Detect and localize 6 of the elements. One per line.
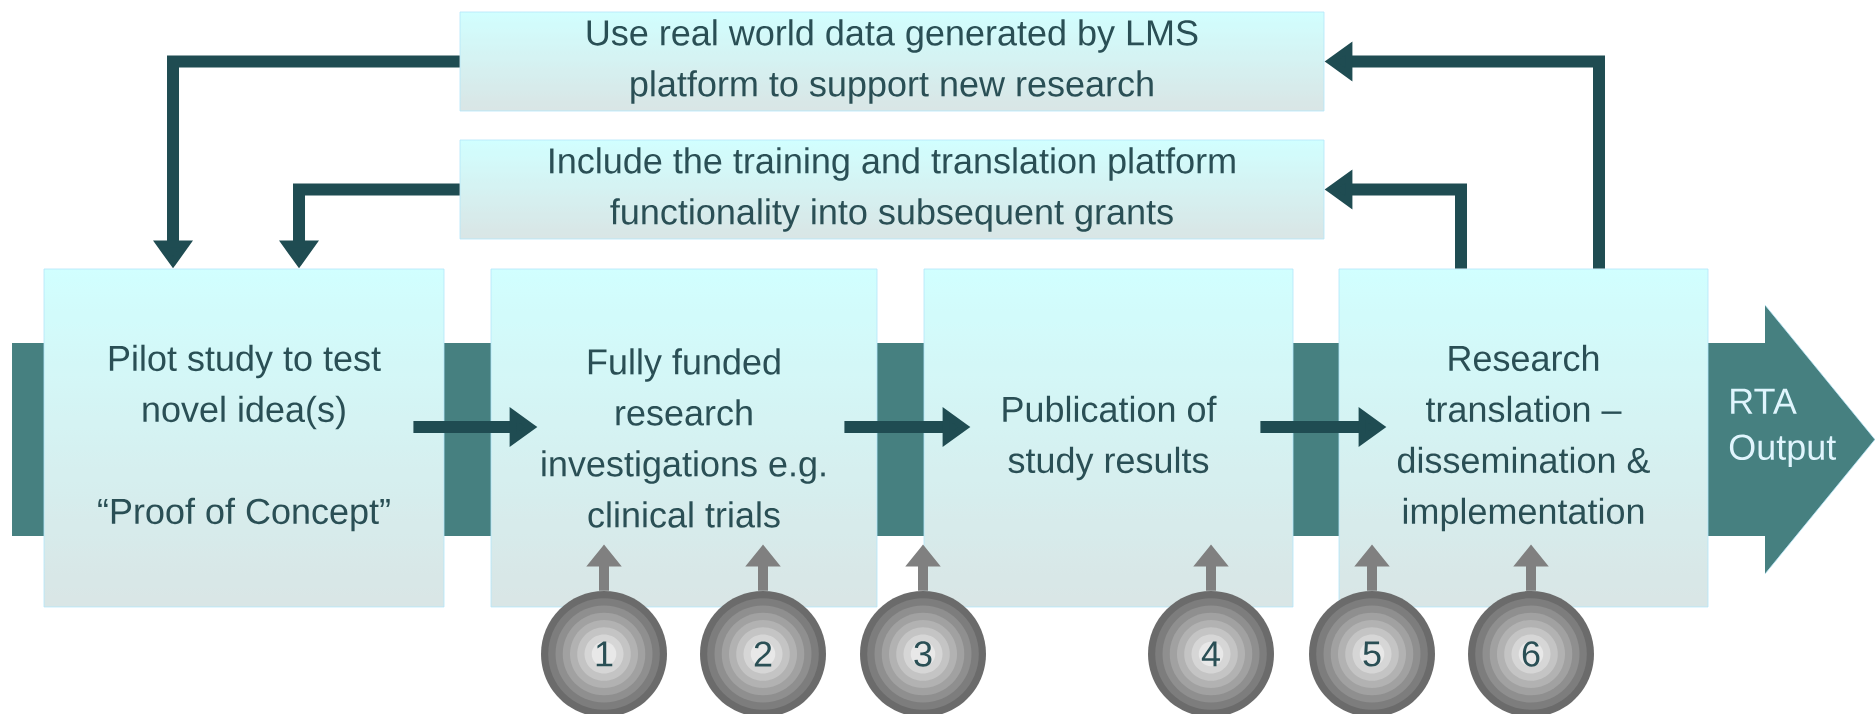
process-box: Fully funded research investigations e.g. clinical trials [490,268,878,608]
text-box: Include the training and translation platform functionality into subsequent grants [459,139,1325,240]
process-box: Research translation – dissemination & implementation [1338,268,1709,608]
process-box: Publication of study results [923,268,1294,608]
process-box: Pilot study to test novel idea(s) “Proof of Concept” [43,268,445,608]
text-box: Use real world data generated by LMS platform to support new research [459,11,1325,112]
